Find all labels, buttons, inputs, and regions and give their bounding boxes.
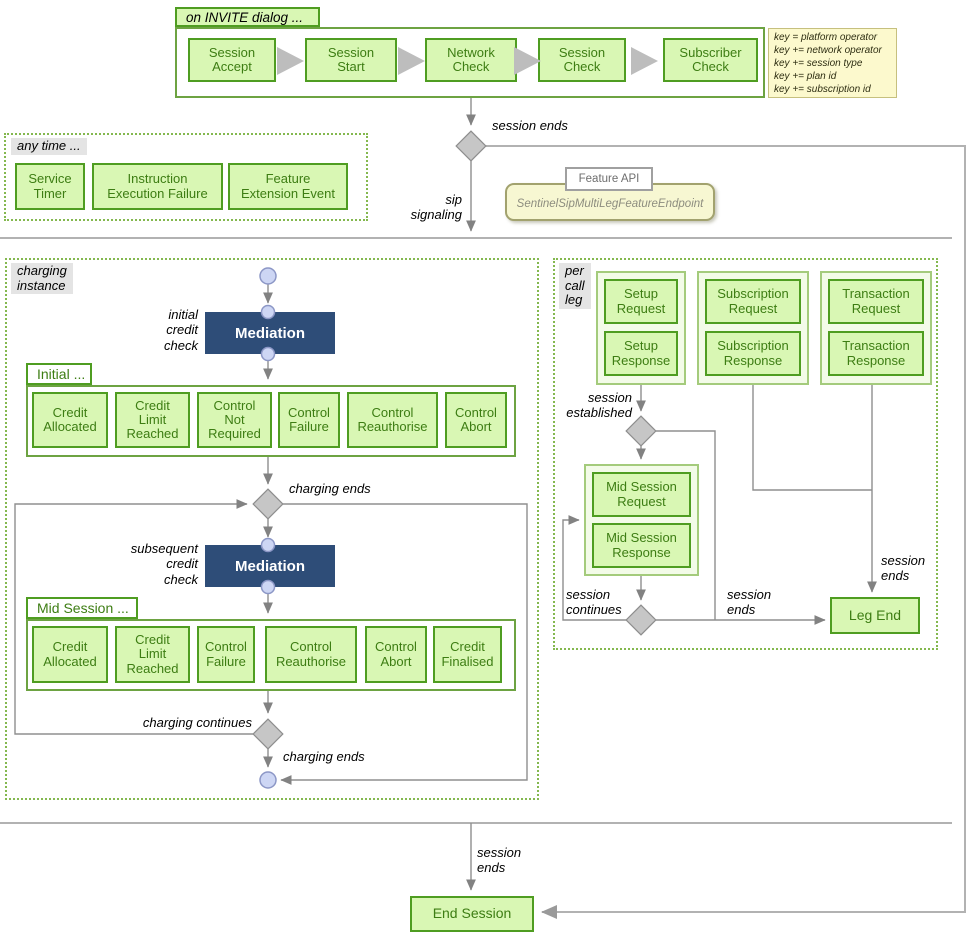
initial-credit-allocated: Credit Allocated xyxy=(32,392,108,448)
mid-session-response: Mid Session Response xyxy=(592,523,691,568)
mid-control-abort: Control Abort xyxy=(365,626,427,683)
mid-credit-limit-reached: Credit Limit Reached xyxy=(115,626,190,683)
initial-control-not-required: Control Not Required xyxy=(197,392,272,448)
step-network-check: Network Check xyxy=(425,38,517,82)
event-service-timer: Service Timer xyxy=(15,163,85,210)
initial-outcomes-label: Initial ... xyxy=(26,363,92,385)
session-ends-top-label: session ends xyxy=(492,118,568,133)
initial-control-reauthorise: Control Reauthorise xyxy=(347,392,438,448)
mid-session-outcomes-label: Mid Session ... xyxy=(26,597,138,619)
initial-credit-limit-reached: Credit Limit Reached xyxy=(115,392,190,448)
session-ends-transaction-label: session ends xyxy=(881,553,926,584)
decision-diamond-session-ends-icon xyxy=(455,130,487,162)
any-time-container xyxy=(4,133,368,221)
step-session-accept: Session Accept xyxy=(188,38,276,82)
charging-instance-label: charging instance xyxy=(11,263,73,295)
session-ends-leg-label: session ends xyxy=(727,587,772,618)
subscription-response: Subscription Response xyxy=(705,331,801,376)
end-session-box: End Session xyxy=(410,896,534,932)
any-time-label: any time ... xyxy=(11,138,87,155)
subsequent-credit-check-label: subsequent credit check xyxy=(130,541,198,587)
feature-api-tag: Feature API xyxy=(565,167,653,191)
step-session-start: Session Start xyxy=(305,38,397,82)
mid-credit-allocated: Credit Allocated xyxy=(32,626,108,683)
mediation-box-initial: Mediation xyxy=(205,312,335,354)
transaction-response: Transaction Response xyxy=(828,331,924,376)
initial-credit-check-label: initial credit check xyxy=(164,307,198,353)
invite-dialog-label: on INVITE dialog ... xyxy=(175,7,320,27)
charging-ends-label: charging ends xyxy=(289,481,371,496)
session-continues-label: session continues xyxy=(566,587,622,618)
setup-response: Setup Response xyxy=(604,331,678,376)
per-call-leg-label: per call leg xyxy=(559,263,591,309)
step-session-check: Session Check xyxy=(538,38,626,82)
event-feature-extension-event: Feature Extension Event xyxy=(228,163,348,210)
transaction-request: Transaction Request xyxy=(828,279,924,324)
subscription-request: Subscription Request xyxy=(705,279,801,324)
leg-end-box: Leg End xyxy=(830,597,920,634)
initial-control-abort: Control Abort xyxy=(445,392,507,448)
charging-ends-final-label: charging ends xyxy=(283,749,365,764)
session-key-note: key = platform operator key += network o… xyxy=(768,28,897,98)
mid-control-reauthorise: Control Reauthorise xyxy=(265,626,357,683)
mid-credit-finalised: Credit Finalised xyxy=(433,626,502,683)
initial-control-failure: Control Failure xyxy=(278,392,340,448)
mid-control-failure: Control Failure xyxy=(197,626,255,683)
session-ends-bottom-label: session ends xyxy=(477,845,522,876)
session-established-label: session established xyxy=(566,390,632,421)
mid-session-request: Mid Session Request xyxy=(592,472,691,517)
charging-continues-label: charging continues xyxy=(142,715,252,730)
event-instruction-execution-failure: Instruction Execution Failure xyxy=(92,163,223,210)
step-subscriber-check: Subscriber Check xyxy=(663,38,758,82)
setup-request: Setup Request xyxy=(604,279,678,324)
mediation-box-subsequent: Mediation xyxy=(205,545,335,587)
sip-signaling-label: sip signaling xyxy=(410,192,462,223)
